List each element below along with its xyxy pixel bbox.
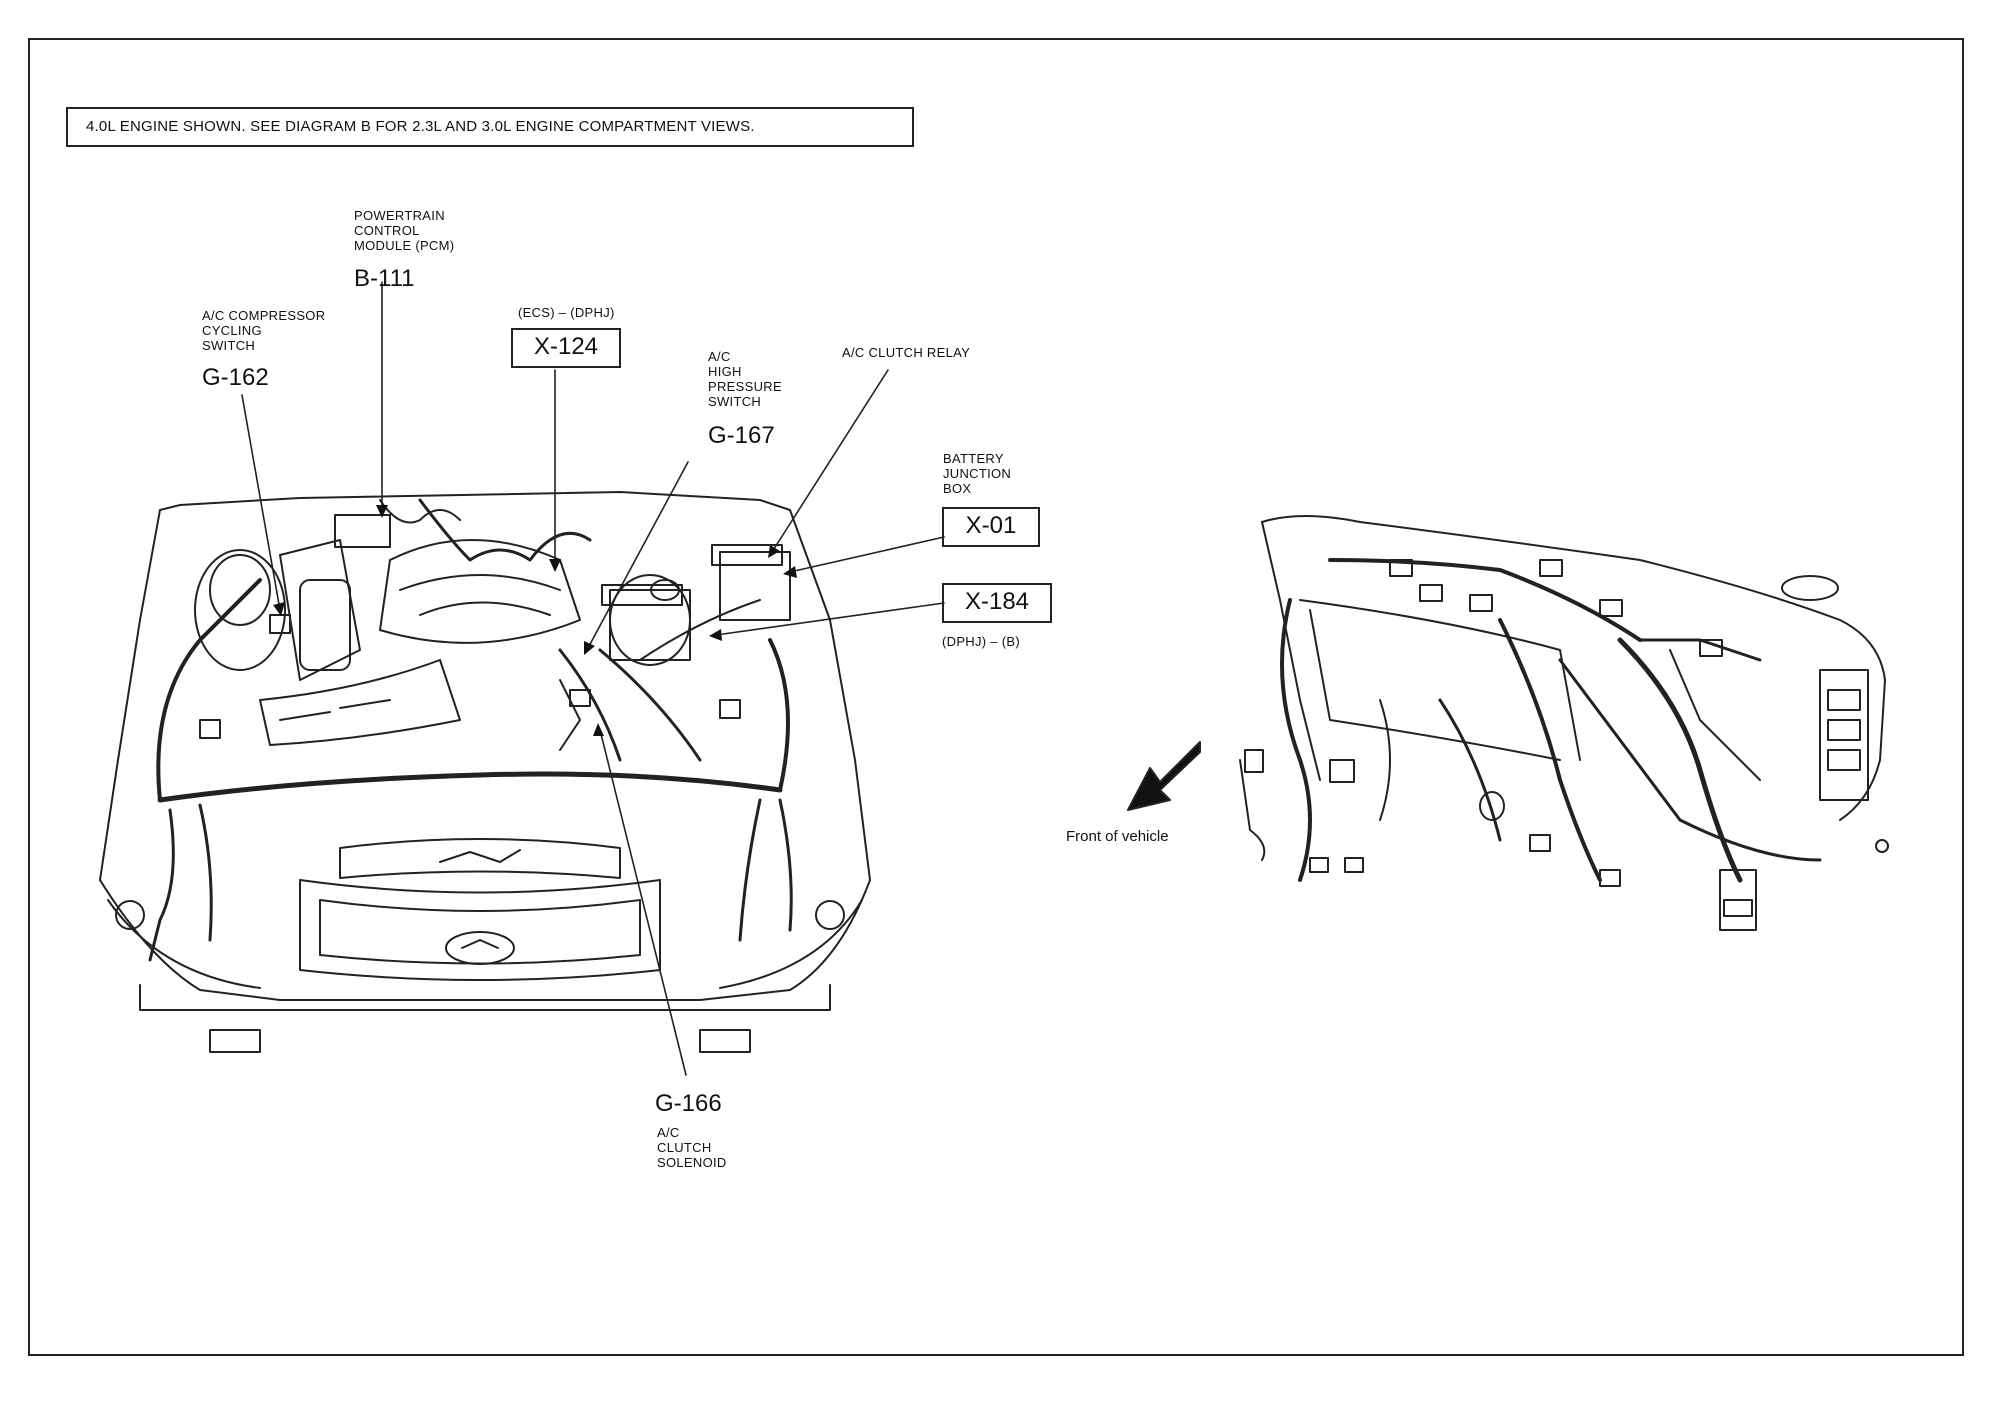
pcm-code: B-111 <box>354 265 415 292</box>
x124-code-box: X-124 <box>511 328 621 368</box>
engine-compartment-drawing <box>99 491 871 1053</box>
ac-clutch-solenoid-code: G-166 <box>655 1090 722 1117</box>
x184-note: (DPHJ) – (B) <box>942 634 1020 649</box>
ac-cycling-switch-code: G-162 <box>202 364 269 391</box>
instrument-panel-drawing <box>1127 515 1889 931</box>
x124-note: (ECS) – (DPHJ) <box>518 305 615 320</box>
ac-high-pressure-switch-code: G-167 <box>708 422 775 449</box>
front-of-vehicle-label: Front of vehicle <box>1066 828 1169 845</box>
pcm-label: POWERTRAIN CONTROL MODULE (PCM) <box>354 208 455 253</box>
leader-lines <box>241 281 945 1076</box>
ac-cycling-switch-label: A/C COMPRESSOR CYCLING SWITCH <box>202 308 326 353</box>
x184-code-box: X-184 <box>942 583 1052 623</box>
ac-clutch-solenoid-label: A/C CLUTCH SOLENOID <box>657 1125 727 1170</box>
battery-junction-box-code-box: X-01 <box>942 507 1040 547</box>
battery-junction-box-label: BATTERY JUNCTION BOX <box>943 451 1012 496</box>
arrow-heads <box>273 505 797 736</box>
ac-high-pressure-switch-label: A/C HIGH PRESSURE SWITCH <box>708 349 782 409</box>
engine-diagram-note: 4.0L ENGINE SHOWN. SEE DIAGRAM B FOR 2.3… <box>66 107 914 147</box>
diagram-frame <box>28 38 1964 1356</box>
ac-clutch-relay-label: A/C CLUTCH RELAY <box>842 345 971 360</box>
